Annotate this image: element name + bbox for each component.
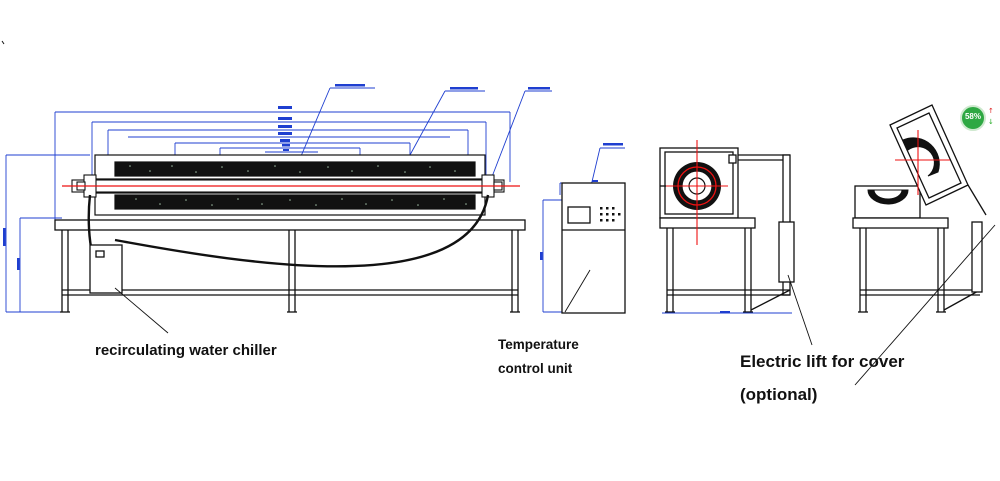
label-electric-lift-line2: (optional): [740, 385, 818, 404]
front-table: [54, 219, 526, 313]
arrow-up-icon: ↑: [988, 107, 994, 115]
dimension-ticks-front: [3, 84, 550, 270]
water-chiller: [89, 244, 123, 294]
label-electric-lift-line1: Electric lift for cover: [740, 352, 905, 371]
zoom-badge[interactable]: 58% ↑ ↓: [958, 103, 996, 133]
label-temperature-control-line2: control unit: [498, 361, 573, 376]
label-temperature-control-line1: Temperature: [498, 337, 579, 352]
arrow-down-icon: ↓: [988, 118, 994, 126]
furnace-speckles: [129, 165, 467, 206]
side-view-2: [852, 185, 983, 313]
side-view-1-chamber: [660, 140, 728, 245]
control-unit-leader: [564, 269, 591, 313]
chiller-leader: [114, 287, 169, 334]
label-recirculating-water-chiller: recirculating water chiller: [95, 342, 277, 359]
control-unit-buttons: [600, 207, 621, 222]
lift-leader-2: [854, 224, 996, 386]
badge-percent: 58%: [964, 112, 981, 121]
badge-arrows: ↑ ↓: [988, 106, 996, 128]
dimension-lines-front: [5, 87, 552, 313]
control-unit: [561, 182, 626, 314]
side-view-2-cover-half: [902, 137, 940, 177]
lift-leader-1: [787, 274, 813, 346]
badge-circle: [960, 105, 986, 131]
